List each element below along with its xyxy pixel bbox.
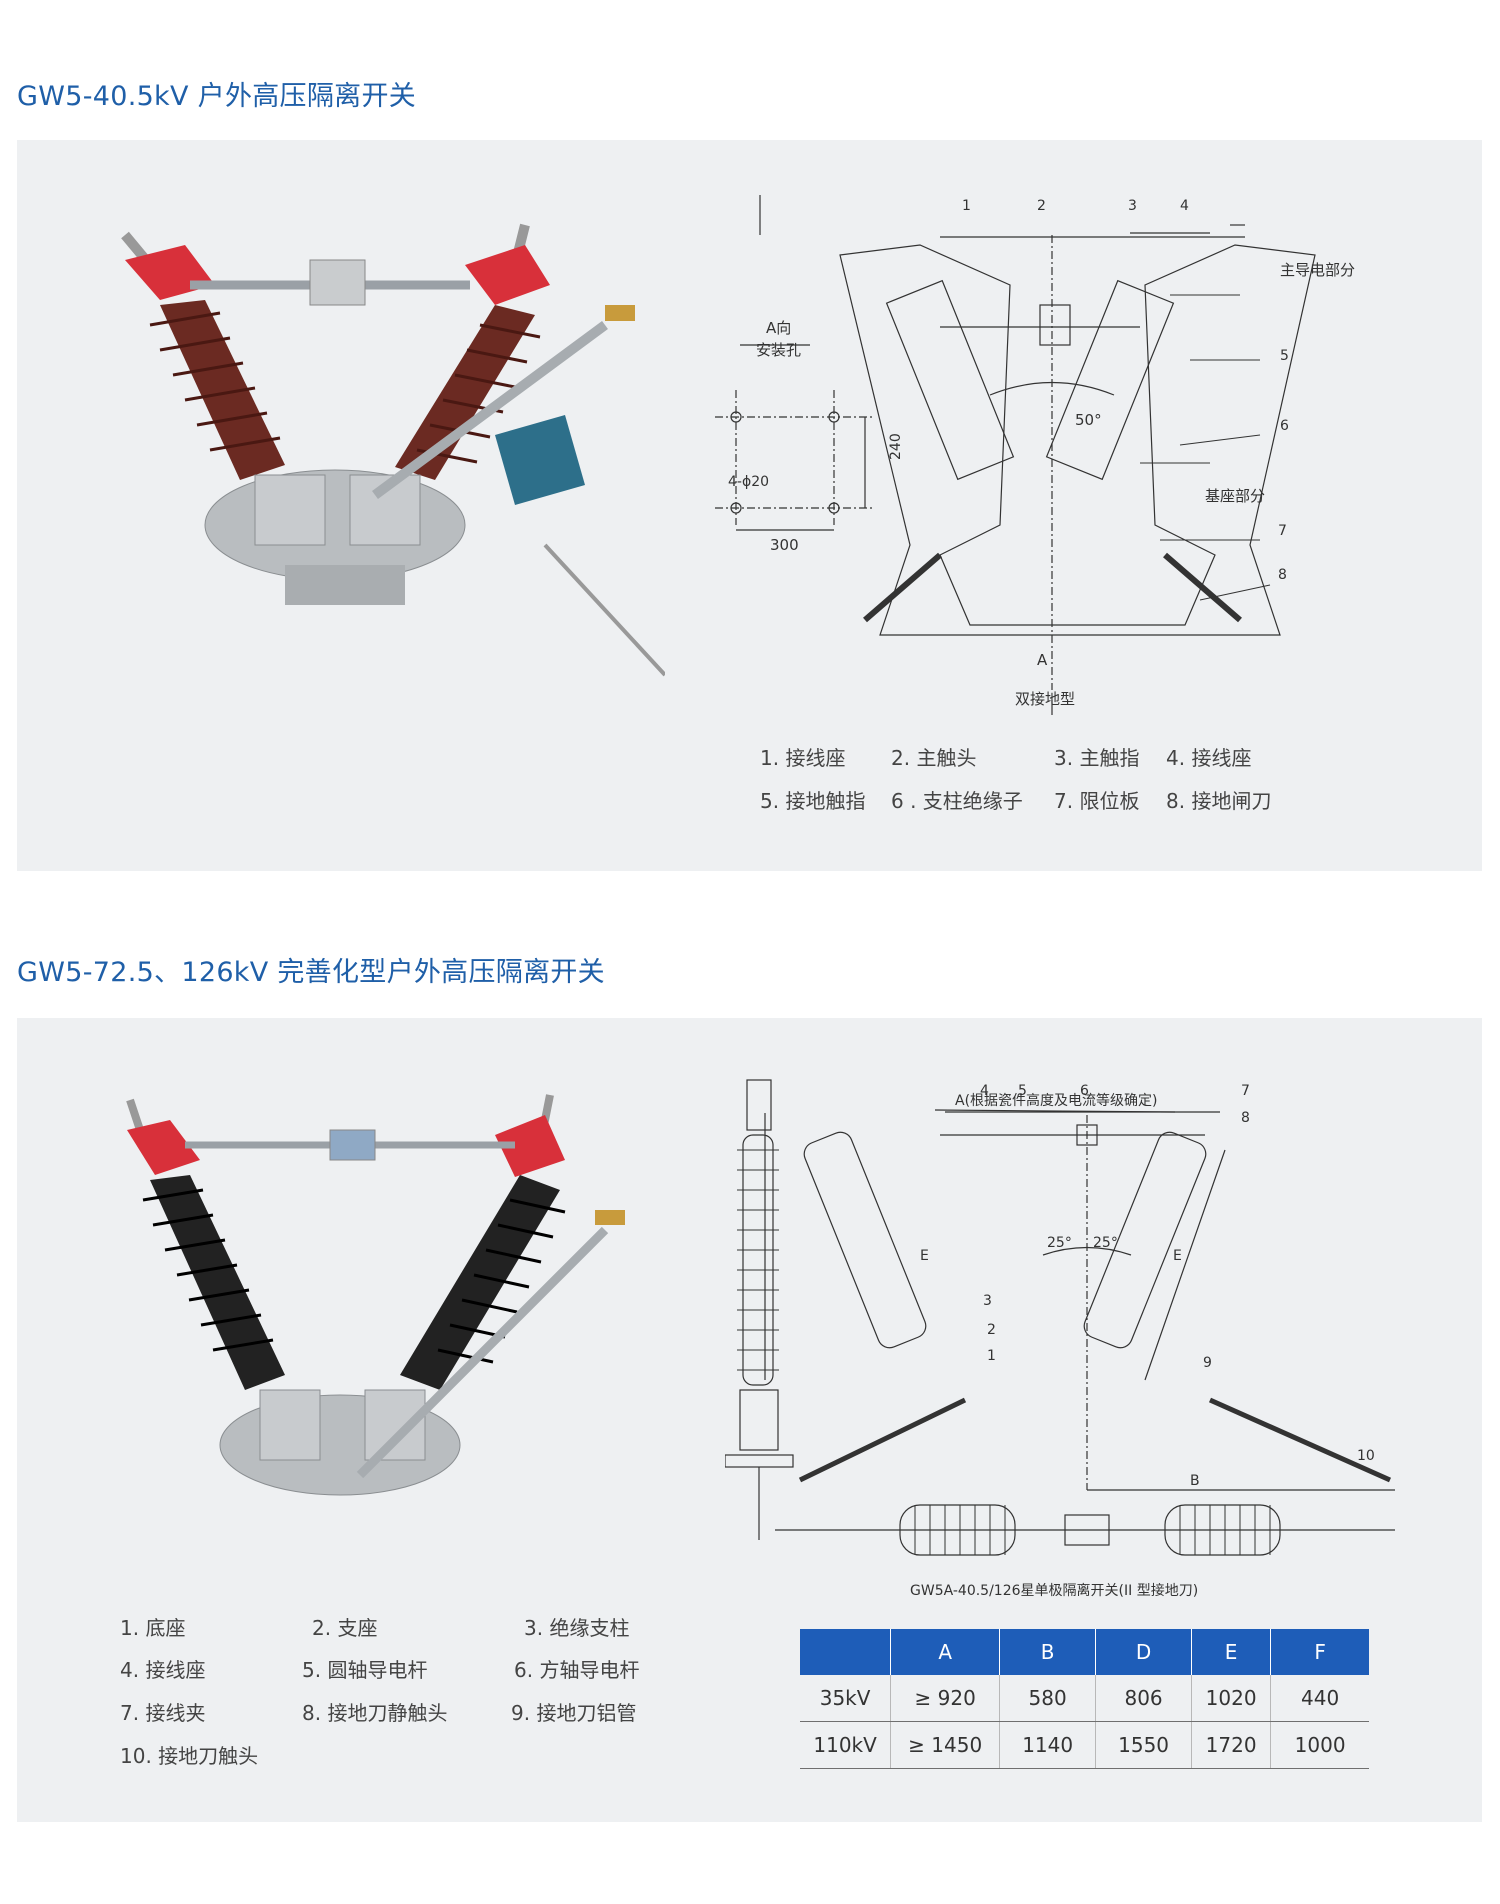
table-cell: ≥ 920 [890, 1675, 1001, 1722]
table-header: A [890, 1629, 1001, 1675]
drawing2-caption: GW5A-40.5/126星单极隔离开关(II 型接地刀) [910, 1582, 1198, 1599]
table-cell: 580 [999, 1675, 1097, 1722]
legend1-item-3: 3. 主触指 [1054, 746, 1140, 770]
table-header: D [1095, 1629, 1193, 1675]
callout-2: 2 [1037, 198, 1046, 214]
table-cell: 806 [1095, 1675, 1193, 1722]
callout-4: 4 [1180, 198, 1189, 214]
callout-8: 8 [1278, 567, 1287, 583]
callout-1: 1 [962, 198, 971, 214]
legend1-item-7: 7. 限位板 [1054, 789, 1140, 813]
legend1-item-2: 2. 主触头 [891, 746, 977, 770]
legend2-item-2: 2. 支座 [312, 1616, 378, 1640]
legend2-item-8: 8. 接地刀静触头 [302, 1701, 448, 1725]
legend1-item-8: 8. 接地闸刀 [1166, 789, 1272, 813]
legend2-item-3: 3. 绝缘支柱 [524, 1616, 630, 1640]
callout2-5: 5 [1018, 1083, 1027, 1099]
hole-spec: 4-ϕ20 [728, 474, 769, 490]
callout2-9: 9 [1203, 1355, 1212, 1371]
a-view-label: A向 [766, 319, 791, 337]
legend2-item-7: 7. 接线夹 [120, 1701, 206, 1725]
dim-height: 240 [888, 433, 904, 460]
table-cell: 440 [1270, 1675, 1369, 1722]
legend2-item-9: 9. 接地刀铝管 [511, 1701, 637, 1725]
dim-width: 300 [770, 536, 799, 554]
dim-e-right: E [1173, 1248, 1182, 1264]
callout2-2: 2 [987, 1322, 996, 1338]
table-header: B [999, 1629, 1097, 1675]
callout-3: 3 [1128, 198, 1137, 214]
callout-6: 6 [1280, 418, 1289, 434]
table-header [800, 1629, 892, 1675]
table-row: 110kV ≥ 1450 1140 1550 1720 1000 [800, 1721, 1369, 1769]
angle-label: 50° [1075, 411, 1102, 429]
table-cell: 1550 [1095, 1721, 1193, 1769]
dim-a-label: A(根据瓷件高度及电流等级确定) [955, 1092, 1158, 1109]
callout-5: 5 [1280, 348, 1289, 364]
table-header-row: A B D E F [800, 1629, 1369, 1675]
callout2-3: 3 [983, 1293, 992, 1309]
legend2-item-5: 5. 圆轴导电杆 [302, 1658, 428, 1682]
section2-title: GW5-72.5、126kV 完善化型户外高压隔离开关 [17, 957, 605, 988]
angle-right: 25° [1093, 1235, 1118, 1251]
table-cell: 1020 [1191, 1675, 1272, 1722]
legend1-item-6: 6 . 支柱绝缘子 [891, 789, 1023, 813]
mount-hole-label: 安装孔 [756, 341, 801, 359]
legend1-item-4: 4. 接线座 [1166, 746, 1252, 770]
table-header: F [1270, 1629, 1369, 1675]
table-cell: 1140 [999, 1721, 1097, 1769]
section1-title: GW5-40.5kV 户外高压隔离开关 [17, 81, 417, 112]
legend2-item-10: 10. 接地刀触头 [120, 1744, 259, 1768]
type-label: 双接地型 [1015, 690, 1075, 708]
table-cell: 110kV [800, 1721, 892, 1769]
table-row: 35kV ≥ 920 580 806 1020 440 [800, 1675, 1369, 1722]
table-header: E [1191, 1629, 1272, 1675]
callout2-7: 7 [1241, 1083, 1250, 1099]
a-mark: A [1037, 651, 1048, 669]
table-cell: 1000 [1270, 1721, 1369, 1769]
dim-e-left: E [920, 1248, 929, 1264]
callout2-6: 6 [1080, 1083, 1089, 1099]
dim-b: B [1190, 1473, 1200, 1489]
angle-left: 25° [1047, 1235, 1072, 1251]
product-photo-gw5-40 [121, 223, 665, 677]
callout2-4: 4 [980, 1083, 989, 1099]
legend1-item-5: 5. 接地触指 [760, 789, 866, 813]
legend1-item-1: 1. 接线座 [760, 746, 846, 770]
callout-7: 7 [1278, 523, 1287, 539]
table-cell: 1720 [1191, 1721, 1272, 1769]
callout2-10: 10 [1357, 1448, 1375, 1464]
base-part-label: 基座部分 [1205, 487, 1265, 505]
table-cell: 35kV [800, 1675, 892, 1722]
callout2-8: 8 [1241, 1110, 1250, 1126]
drawing-gw5-40: 1 2 3 4 5 6 7 8 主导电部分 基座部分 50° A向 安装孔 4-… [715, 195, 1355, 715]
legend2-item-4: 4. 接线座 [120, 1658, 206, 1682]
drawing-gw5-126: A(根据瓷件高度及电流等级确定) 1 2 3 4 5 6 7 8 9 10 25… [725, 1079, 1395, 1599]
product-photo-gw5-126 [126, 1094, 625, 1496]
callout2-1: 1 [987, 1348, 996, 1364]
legend2-item-6: 6. 方轴导电杆 [514, 1658, 640, 1682]
table-cell: ≥ 1450 [890, 1721, 1001, 1769]
main-part-label: 主导电部分 [1280, 261, 1355, 279]
legend2-item-1: 1. 底座 [120, 1616, 186, 1640]
spec-table: A B D E F 35kV ≥ 920 580 806 1020 440 11… [800, 1629, 1369, 1769]
